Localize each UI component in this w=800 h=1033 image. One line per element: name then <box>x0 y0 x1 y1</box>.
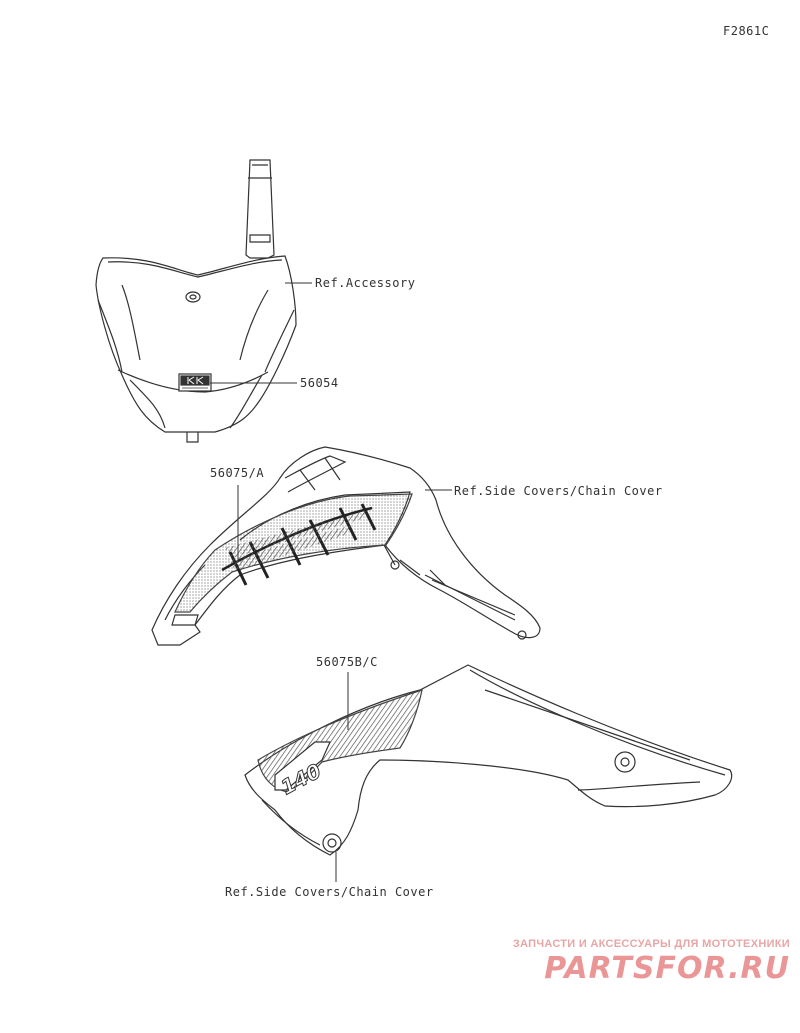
diagram-code: F2861C <box>723 24 770 38</box>
watermark-logo: PARTSFOR.RU <box>544 951 790 986</box>
callout-part-56054: 56054 <box>300 376 339 390</box>
lower-side-cover: 140 <box>244 664 733 856</box>
front-number-plate <box>95 159 297 443</box>
callout-ref-side-covers-upper: Ref.Side Covers/Chain Cover <box>454 484 663 498</box>
callout-part-56075a: 56075/A <box>210 466 265 480</box>
callout-ref-accessory: Ref.Accessory <box>315 276 416 290</box>
leader-lines <box>210 282 452 882</box>
upper-shroud <box>151 446 541 646</box>
watermark-tagline: ЗАПЧАСТИ И АКСЕССУАРЫ ДЛЯ МОТОТЕХНИКИ <box>512 938 790 950</box>
callout-part-56075bc: 56075B/C <box>316 655 378 669</box>
callout-ref-side-covers-lower: Ref.Side Covers/Chain Cover <box>225 885 434 899</box>
